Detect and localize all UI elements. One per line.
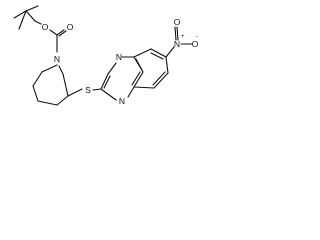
quinoxaline-bottom-nitrogen-label: N [119, 96, 125, 106]
nitro-oxygen-charge: - [196, 34, 198, 40]
piperidine-ring [32, 64, 69, 106]
nitro-nitrogen-charge: + [181, 34, 185, 40]
nitro-oxygen-right-label: O [192, 39, 199, 49]
carbonyl-oxygen-label: O [67, 22, 74, 32]
ester-oxygen-label: O [42, 22, 49, 32]
molecule-diagram: O O N S N N [13, 5, 199, 106]
thioether-bonds [67, 88, 102, 97]
nitro-group [165, 26, 193, 58]
benzene-ring [133, 48, 169, 89]
carbamate-group [49, 29, 67, 53]
piperidine-nitrogen-label: N [54, 54, 60, 64]
nitro-nitrogen-label: N [174, 39, 180, 49]
tert-butyl-group [13, 5, 42, 30]
quinoxaline-top-nitrogen-label: N [116, 52, 122, 62]
thioether-sulfur-label: S [85, 85, 91, 95]
pyrazine-ring [100, 56, 144, 101]
nitro-oxygen-top-label: O [174, 17, 181, 27]
